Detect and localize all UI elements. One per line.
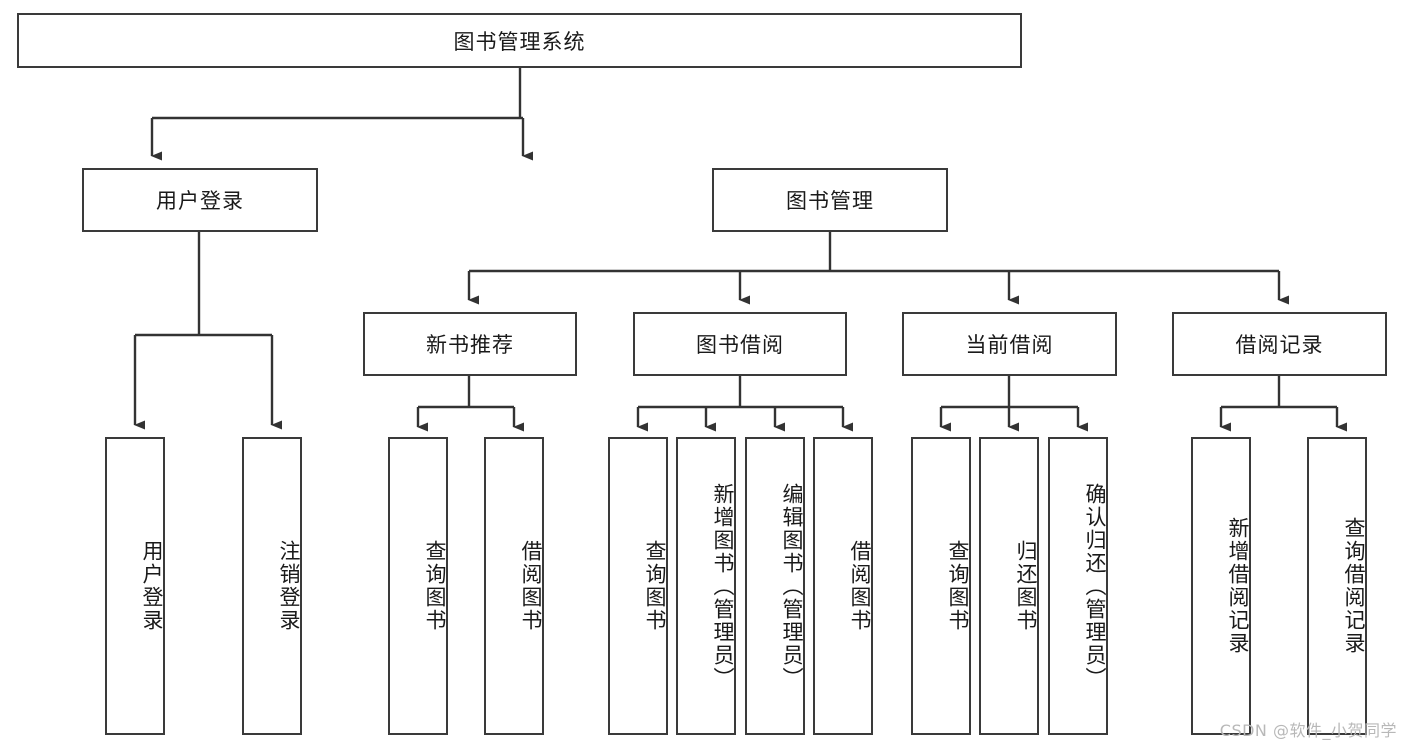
node-leaf-current-borrow-return[interactable]: 归还图书 bbox=[979, 437, 1039, 735]
node-leaf-book-borrow-edit[interactable]: 编辑图书（管理员） bbox=[745, 437, 805, 735]
node-label: 查询图书 bbox=[946, 540, 970, 632]
node-label: 当前借阅 bbox=[965, 333, 1054, 357]
node-label: 新增借阅记录 bbox=[1226, 517, 1250, 655]
node-label: 用户登录 bbox=[156, 189, 244, 213]
node-label: 注销登录 bbox=[277, 540, 301, 632]
node-root-book-management-system[interactable]: 图书管理系统 bbox=[17, 13, 1022, 68]
node-borrow-record[interactable]: 借阅记录 bbox=[1172, 312, 1387, 376]
node-label: 图书管理系统 bbox=[453, 29, 586, 54]
node-leaf-borrow-record-add[interactable]: 新增借阅记录 bbox=[1191, 437, 1251, 735]
node-book-borrow[interactable]: 图书借阅 bbox=[633, 312, 847, 376]
node-user-login[interactable]: 用户登录 bbox=[82, 168, 318, 232]
node-label: 图书管理 bbox=[786, 189, 874, 213]
node-leaf-new-book-borrow[interactable]: 借阅图书 bbox=[484, 437, 544, 735]
node-label: 编辑图书（管理员） bbox=[780, 482, 804, 690]
node-label: 归还图书 bbox=[1014, 540, 1038, 632]
node-new-book-recommend[interactable]: 新书推荐 bbox=[363, 312, 577, 376]
node-label: 确认归还（管理员） bbox=[1083, 482, 1107, 690]
node-label: 借阅图书 bbox=[519, 540, 543, 632]
node-label: 新增图书（管理员） bbox=[711, 482, 735, 690]
node-leaf-current-borrow-query[interactable]: 查询图书 bbox=[911, 437, 971, 735]
node-label: 借阅记录 bbox=[1235, 333, 1324, 357]
node-book-management[interactable]: 图书管理 bbox=[712, 168, 948, 232]
node-label: 借阅图书 bbox=[848, 540, 872, 632]
node-label: 查询借阅记录 bbox=[1342, 517, 1366, 655]
node-leaf-book-borrow-query[interactable]: 查询图书 bbox=[608, 437, 668, 735]
node-leaf-book-borrow-borrow[interactable]: 借阅图书 bbox=[813, 437, 873, 735]
csdn-watermark: CSDN @软件_小贺同学 bbox=[1219, 721, 1397, 740]
node-label: 图书借阅 bbox=[696, 333, 784, 357]
node-current-borrow[interactable]: 当前借阅 bbox=[902, 312, 1117, 376]
node-label: 用户登录 bbox=[140, 540, 164, 632]
node-label: 查询图书 bbox=[423, 540, 447, 632]
node-leaf-user-login-logout[interactable]: 注销登录 bbox=[242, 437, 302, 735]
node-label: 查询图书 bbox=[643, 540, 667, 632]
node-leaf-new-book-query[interactable]: 查询图书 bbox=[388, 437, 448, 735]
node-leaf-book-borrow-add[interactable]: 新增图书（管理员） bbox=[676, 437, 736, 735]
node-leaf-current-borrow-confirm-return[interactable]: 确认归还（管理员） bbox=[1048, 437, 1108, 735]
node-leaf-borrow-record-query[interactable]: 查询借阅记录 bbox=[1307, 437, 1367, 735]
node-leaf-user-login-login[interactable]: 用户登录 bbox=[105, 437, 165, 735]
node-label: 新书推荐 bbox=[426, 333, 514, 357]
